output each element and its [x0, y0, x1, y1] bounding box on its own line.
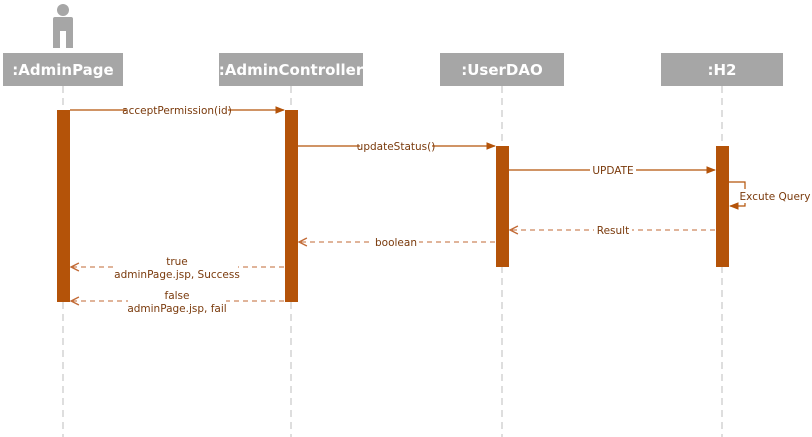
message-label: Result [597, 225, 629, 237]
message-label-line-1: false [165, 290, 190, 302]
message-accept-permission: acceptPermission(id) [70, 103, 285, 117]
lifeline-title: :AdminController [219, 61, 364, 79]
lifeline-header-admin-page: :AdminPage [3, 53, 123, 86]
person-icon [53, 4, 73, 48]
message-label: Excute Query [740, 191, 811, 203]
message-label-line-1: true [166, 256, 188, 268]
message-return-success: true adminPage.jsp, Success [71, 255, 284, 281]
message-label: UPDATE [592, 165, 633, 177]
message-return-fail: false adminPage.jsp, fail [71, 289, 284, 315]
lifeline-title: :AdminPage [12, 61, 113, 79]
activation-bar-admin-page [57, 110, 70, 302]
message-label-line-2: adminPage.jsp, fail [127, 303, 226, 315]
message-boolean: boolean [299, 235, 495, 249]
message-excute-query: Excute Query [729, 181, 811, 210]
message-label: boolean [375, 237, 417, 249]
activation-bar-user-dao [496, 146, 509, 267]
lifeline-title: :H2 [708, 61, 737, 79]
message-label-line-2: adminPage.jsp, Success [114, 269, 240, 281]
message-label: updateStatus() [357, 141, 436, 153]
message-update: UPDATE [509, 163, 716, 177]
lifeline-header-admin-controller: :AdminController [219, 53, 364, 86]
message-update-status: updateStatus() [298, 139, 496, 153]
lifeline-title: :UserDAO [461, 61, 543, 79]
lifeline-header-h2: :H2 [661, 53, 783, 86]
activation-bar-h2 [716, 146, 729, 267]
message-label: acceptPermission(id) [122, 105, 232, 117]
lifeline-header-user-dao: :UserDAO [440, 53, 564, 86]
activation-bar-admin-controller [285, 110, 298, 302]
message-result: Result [510, 223, 715, 237]
